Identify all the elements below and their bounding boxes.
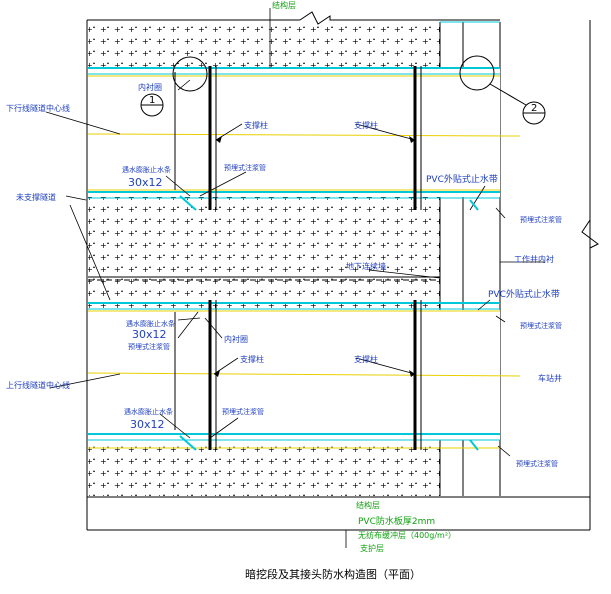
label-lower-line-center: 下行线隧道中心线 [6,103,70,113]
label-well-inner: 工作井内衬 [514,254,554,264]
label-station-well: 车站井 [538,373,562,383]
legend-pvc: PVC防水板厚2mm [358,515,435,527]
label-support-col-3: 支撑柱 [240,354,264,364]
tunnel-upper [87,66,521,210]
legend-geotextile: 无纺布缓冲层（400g/m²） [358,530,456,540]
label-size-top: 30x12 [128,176,163,189]
label-grout-pipe-right-mid: 预埋式注浆管 [520,321,562,330]
legend-support: 支护层 [360,543,384,553]
label-grout-pipe-right-bot: 预埋式注浆管 [516,459,558,468]
detail-circle-1 [140,56,208,117]
label-grout-pipe-mid: 预埋式注浆管 [128,342,170,351]
text-labels: 结构层 内衬圈 1 2 下行线隧道中心线 支撑柱 支撑柱 遇水膨胀止水条 30x… [6,0,562,581]
label-pvc-stop-mid: PVC外贴式止水带 [488,288,560,300]
grout-markers [179,195,479,451]
label-size-mid: 30x12 [132,328,167,341]
detail-circle-2 [459,55,546,125]
tunnel-lower [87,300,521,450]
label-circle2: 2 [531,103,537,114]
label-unfinished-wall: 未支撑隧道 [16,192,56,202]
label-upper-line-center: 上行线隧道中心线 [6,380,70,390]
label-inner-lining-mid: 内衬圈 [224,334,248,344]
diaphragm-wall [88,276,440,281]
label-waterstop-mid: 遇水膨胀止水条 [126,319,175,328]
label-support-col-1: 支撑柱 [244,120,268,130]
outer-frame [86,11,599,531]
label-support-col-2: 支撑柱 [354,120,378,130]
label-pvc-stop-top: PVC外贴式止水带 [426,173,498,185]
drawing-title: 暗挖段及其接头防水构造图（平面） [245,567,421,581]
label-grout-pipe-right-top: 预埋式注浆管 [520,215,562,224]
label-support-col-4: 支撑柱 [354,354,378,364]
hatched-zones [88,22,440,496]
leader-lines [45,8,545,548]
label-top-protect: 结构层 [272,0,296,10]
legend-structure: 结构层 [356,500,380,510]
label-circle1: 1 [149,95,155,106]
label-grout-pipe-bot: 预埋式注浆管 [222,407,264,416]
arrow-marks [214,136,415,377]
label-waterstop-bot: 遇水膨胀止水条 [124,407,173,416]
label-waterstop-top: 遇水膨胀止水条 [122,165,171,174]
label-inner-lining-top: 内衬圈 [138,82,162,92]
label-size-bot: 30x12 [130,418,165,431]
label-grout-pipe-top: 预埋式注浆管 [224,163,266,172]
label-diaphragm-wall: 地下连续墙 [346,261,386,271]
